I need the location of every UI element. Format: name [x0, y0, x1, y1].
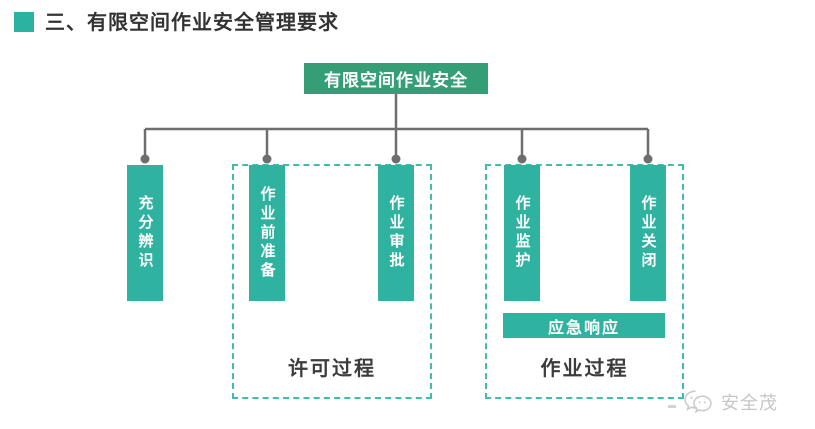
brand-watermark: 安全茂: [668, 388, 778, 416]
watermark-brand-name: 安全茂: [721, 393, 778, 413]
column-full-identification: 充分辨识: [127, 165, 163, 301]
column-work-approval: 作业审批: [378, 165, 414, 301]
page-title-row: 三、有限空间作业安全管理要求: [14, 6, 339, 35]
group-permit-process: 许可过程: [232, 164, 432, 399]
column-pre-work-preparation: 作业前准备: [249, 165, 285, 301]
emergency-response-box: 应急响应: [503, 313, 665, 338]
column-work-monitoring: 作业监护: [504, 165, 540, 301]
group-operation-process: 应急响应 作业过程: [485, 164, 684, 399]
title-bullet-square: [14, 11, 34, 32]
root-node-confined-space-safety: 有限空间作业安全: [304, 63, 488, 94]
watermark-dash: [668, 404, 676, 408]
group-label-operation-process: 作业过程: [540, 358, 629, 380]
column-work-closure: 作业关闭: [630, 165, 666, 301]
chat-bubbles-icon: [684, 390, 712, 414]
group-label-permit-process: 许可过程: [288, 358, 376, 380]
page-title: 三、有限空间作业安全管理要求: [45, 12, 339, 34]
